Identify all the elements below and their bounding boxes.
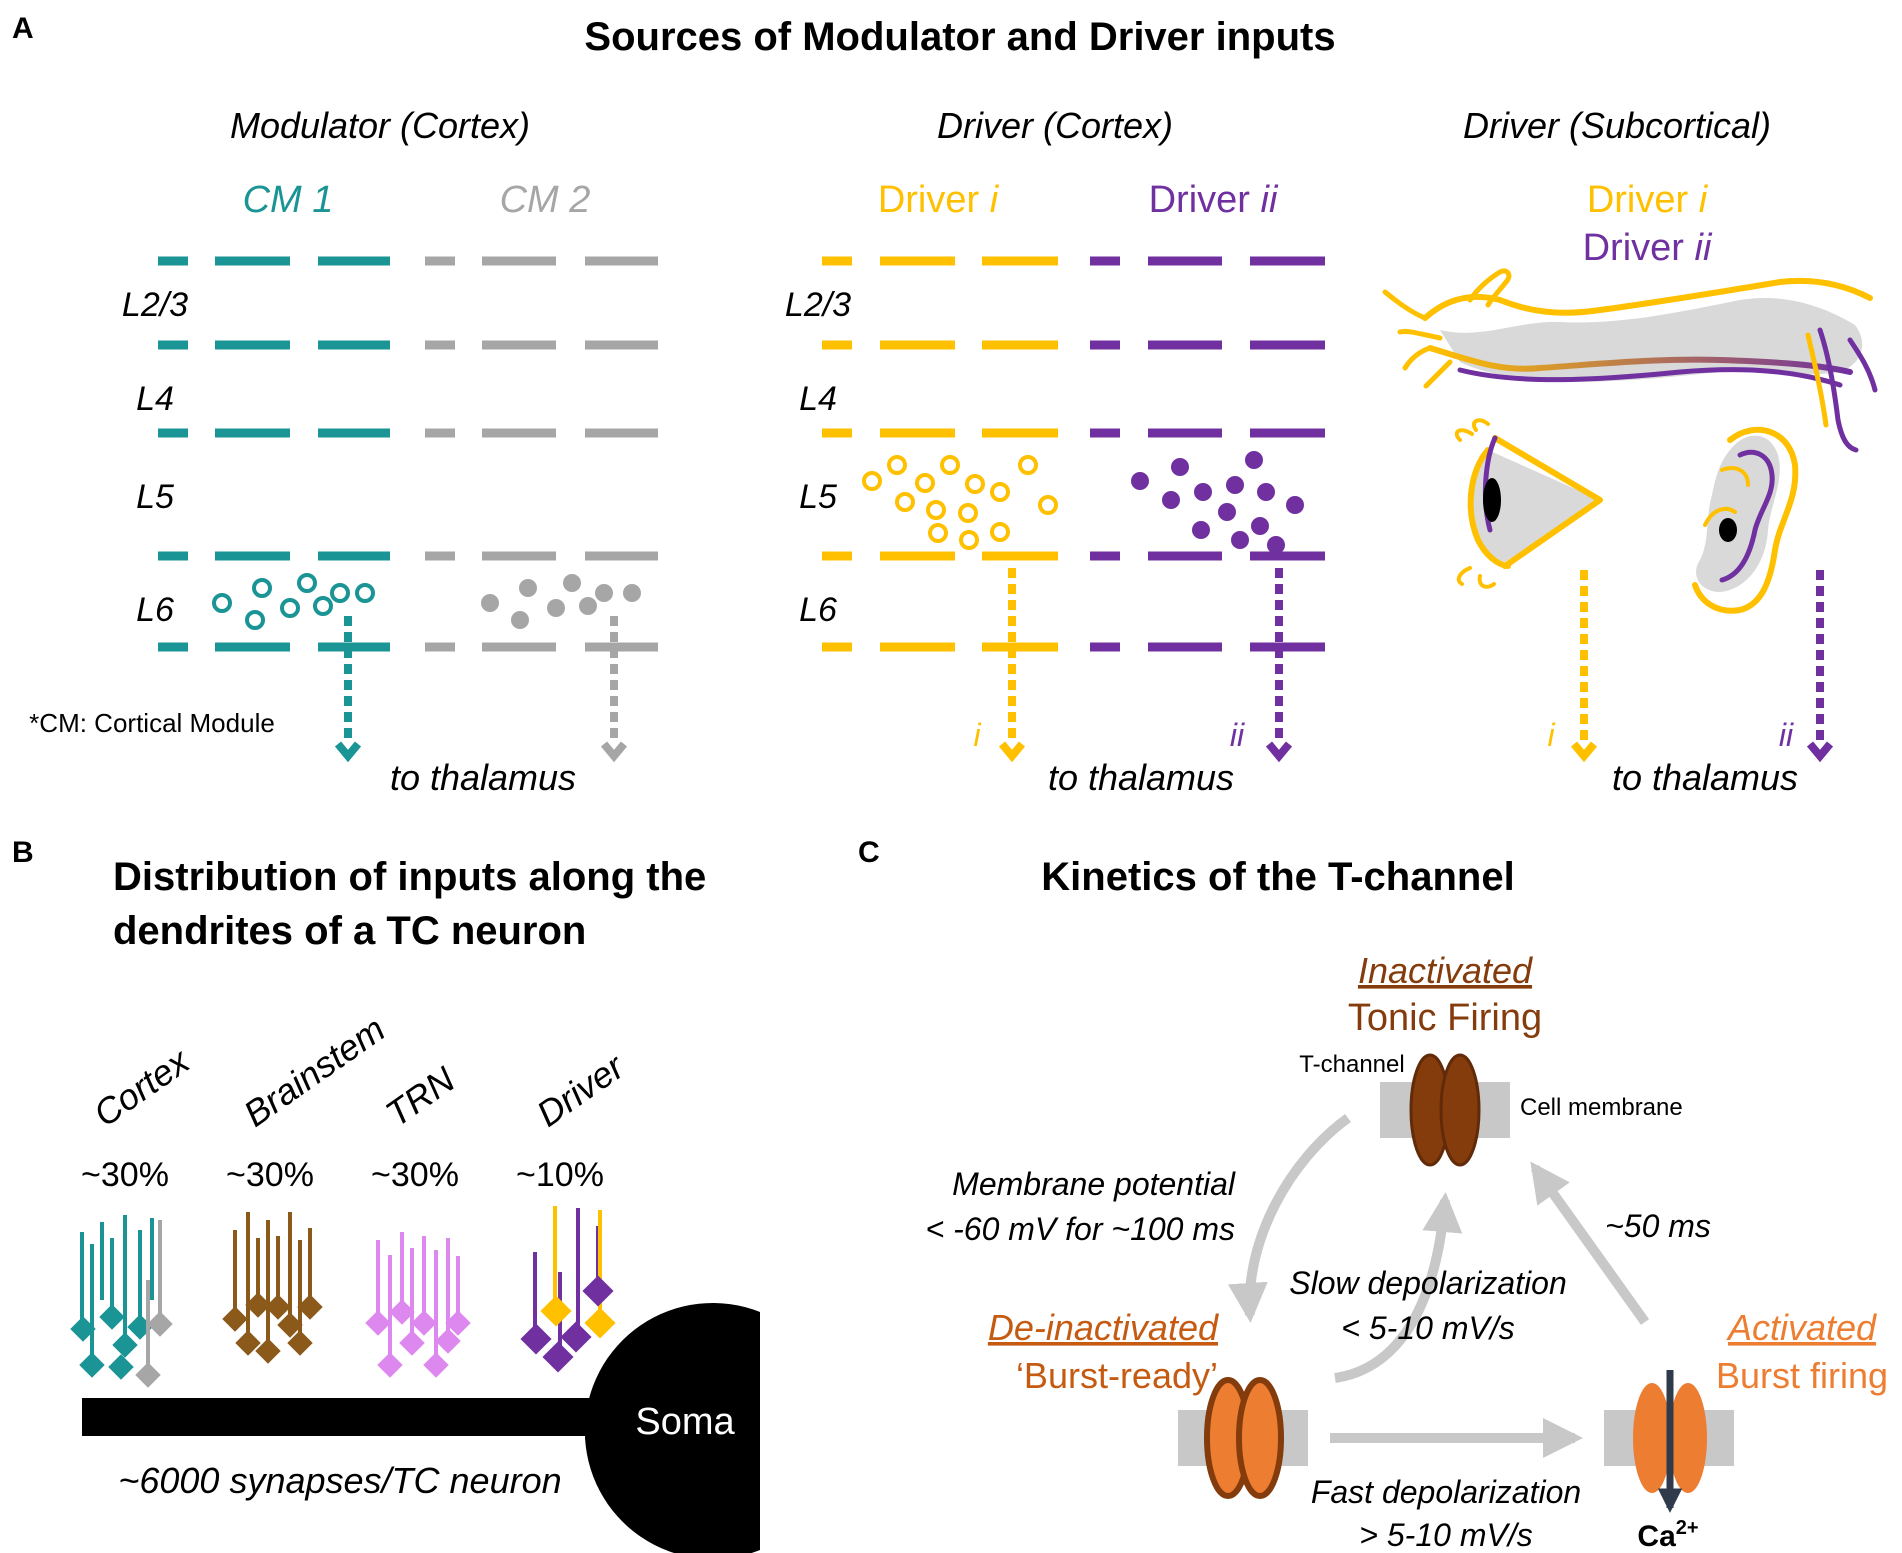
t-channel-activated: [1604, 1370, 1734, 1513]
subcortical-label-ii: ii: [1779, 717, 1794, 753]
projection-lines: [344, 568, 1824, 744]
fast-depolarization-line2: > 5-10 mV/s: [1359, 1517, 1532, 1553]
arrow-activated-to-inactivated: [1530, 1161, 1650, 1325]
state-inactivated-label: Inactivated: [1358, 950, 1533, 991]
layer-label-l6: L6: [799, 591, 837, 629]
panel-b-title-line2: dendrites of a TC neuron: [113, 909, 586, 953]
state-activated-label: Activated: [1726, 1307, 1877, 1348]
to-thalamus-driver-subcortical: to thalamus: [1612, 757, 1798, 798]
projection-label-i: i: [973, 717, 981, 753]
eye-illustration: [1454, 418, 1603, 589]
source-label-trn: TRN: [378, 1058, 463, 1135]
cm2-label: CM 2: [500, 179, 591, 221]
driver-i-layer-lines: [822, 256, 1058, 652]
panel-b: B Distribution of inputs along the dendr…: [12, 836, 760, 1553]
group-driver-cortex-label: Driver (Cortex): [937, 105, 1173, 146]
layer-label-l5: L5: [799, 478, 837, 516]
source-label-driver: Driver: [529, 1045, 633, 1135]
group-driver-subcortical-label: Driver (Subcortical): [1463, 105, 1771, 146]
projection-arrowheads: [334, 741, 1834, 763]
arm-illustration: [1382, 268, 1878, 453]
cm2-layer-lines: [425, 256, 658, 652]
to-thalamus-modulator: to thalamus: [390, 757, 576, 798]
panel-b-title-line1: Distribution of inputs along the: [113, 855, 706, 899]
panel-letter-b: B: [12, 836, 34, 869]
source-pct-cortex: ~30%: [81, 1156, 169, 1194]
ear-illustration: [1692, 426, 1799, 614]
layer-label-l23: L2/3: [122, 286, 188, 324]
burst-ready-label: ‘Burst-ready’: [1016, 1355, 1218, 1396]
group-modulator-label: Modulator (Cortex): [230, 105, 530, 146]
cm1-l6-neurons: [212, 573, 375, 630]
soma-shape: [584, 1303, 760, 1553]
panel-a: A Sources of Modulator and Driver inputs…: [12, 12, 1878, 798]
calcium-label: Ca2+: [1637, 1517, 1698, 1553]
cell-membrane-label: Cell membrane: [1520, 1094, 1683, 1121]
fifty-ms-label: ~50 ms: [1605, 1208, 1711, 1244]
driver-i-label: Driver i: [878, 179, 1000, 221]
slow-depolarization-line1: Slow depolarization: [1289, 1265, 1567, 1301]
arrow-slow-depolarization: [1334, 1192, 1463, 1383]
brainstem-synapses: [222, 1212, 323, 1364]
panel-c-title: Kinetics of the T-channel: [1041, 855, 1514, 899]
driver-i-l5-neurons: [862, 455, 1058, 550]
cm1-layer-lines: [158, 256, 390, 652]
source-pct-brainstem: ~30%: [226, 1156, 314, 1194]
membrane-potential-line2: < -60 mV for ~100 ms: [926, 1211, 1235, 1247]
driver-ii-l5-neurons: [1131, 451, 1304, 554]
source-pct-trn: ~30%: [371, 1156, 459, 1194]
membrane-potential-line1: Membrane potential: [952, 1166, 1236, 1202]
driver-synapses: [520, 1206, 616, 1373]
source-label-brainstem: Brainstem: [236, 1008, 392, 1135]
cm2-l6-neurons: [481, 574, 641, 629]
t-channel-inactivated: [1380, 1053, 1510, 1167]
layer-label-l6: L6: [136, 591, 174, 629]
layer-label-l23: L2/3: [785, 286, 851, 324]
trn-synapses: [365, 1232, 471, 1378]
soma-label: Soma: [635, 1401, 735, 1443]
synapse-count-label: ~6000 synapses/TC neuron: [118, 1460, 561, 1501]
tonic-firing-label: Tonic Firing: [1348, 997, 1542, 1039]
state-deinactivated-label: De-inactivated: [988, 1307, 1219, 1348]
cortex-gray-synapses: [135, 1220, 173, 1388]
layer-label-l4: L4: [799, 380, 837, 418]
slow-depolarization-line2: < 5-10 mV/s: [1341, 1310, 1514, 1346]
burst-firing-label: Burst firing: [1716, 1355, 1888, 1396]
driver-layer-lines: [822, 256, 1325, 652]
panel-letter-c: C: [858, 836, 880, 869]
modulator-layer-lines: [158, 256, 658, 652]
source-label-cortex: Cortex: [86, 1039, 198, 1135]
driver-ii-label: Driver ii: [1149, 179, 1279, 221]
cm1-label: CM 1: [243, 179, 334, 221]
fast-depolarization-line1: Fast depolarization: [1311, 1474, 1581, 1510]
projection-label-ii: ii: [1230, 717, 1245, 753]
subcortical-label-i: i: [1547, 717, 1555, 753]
t-channel-deinactivated: [1178, 1377, 1308, 1499]
cm-footnote: *CM: Cortical Module: [29, 708, 275, 738]
panel-letter-a: A: [12, 12, 34, 45]
panel-c: C Kinetics of the T-channel Inactivated …: [858, 836, 1888, 1553]
driver-ii-layer-lines: [1090, 256, 1325, 652]
cortex-synapses: [70, 1215, 154, 1380]
subcortical-driver-i-label: Driver i: [1587, 179, 1709, 221]
layer-label-l5: L5: [136, 478, 174, 516]
to-thalamus-driver-cortex: to thalamus: [1048, 757, 1234, 798]
panel-a-title: Sources of Modulator and Driver inputs: [584, 15, 1335, 59]
subcortical-driver-ii-label: Driver ii: [1583, 227, 1713, 269]
arrow-to-deinactivated: [1227, 1113, 1351, 1323]
source-pct-driver: ~10%: [516, 1156, 604, 1194]
t-channel-label: T-channel: [1299, 1051, 1404, 1078]
transition-arrows: [1227, 1113, 1650, 1458]
layer-label-l4: L4: [136, 380, 174, 418]
